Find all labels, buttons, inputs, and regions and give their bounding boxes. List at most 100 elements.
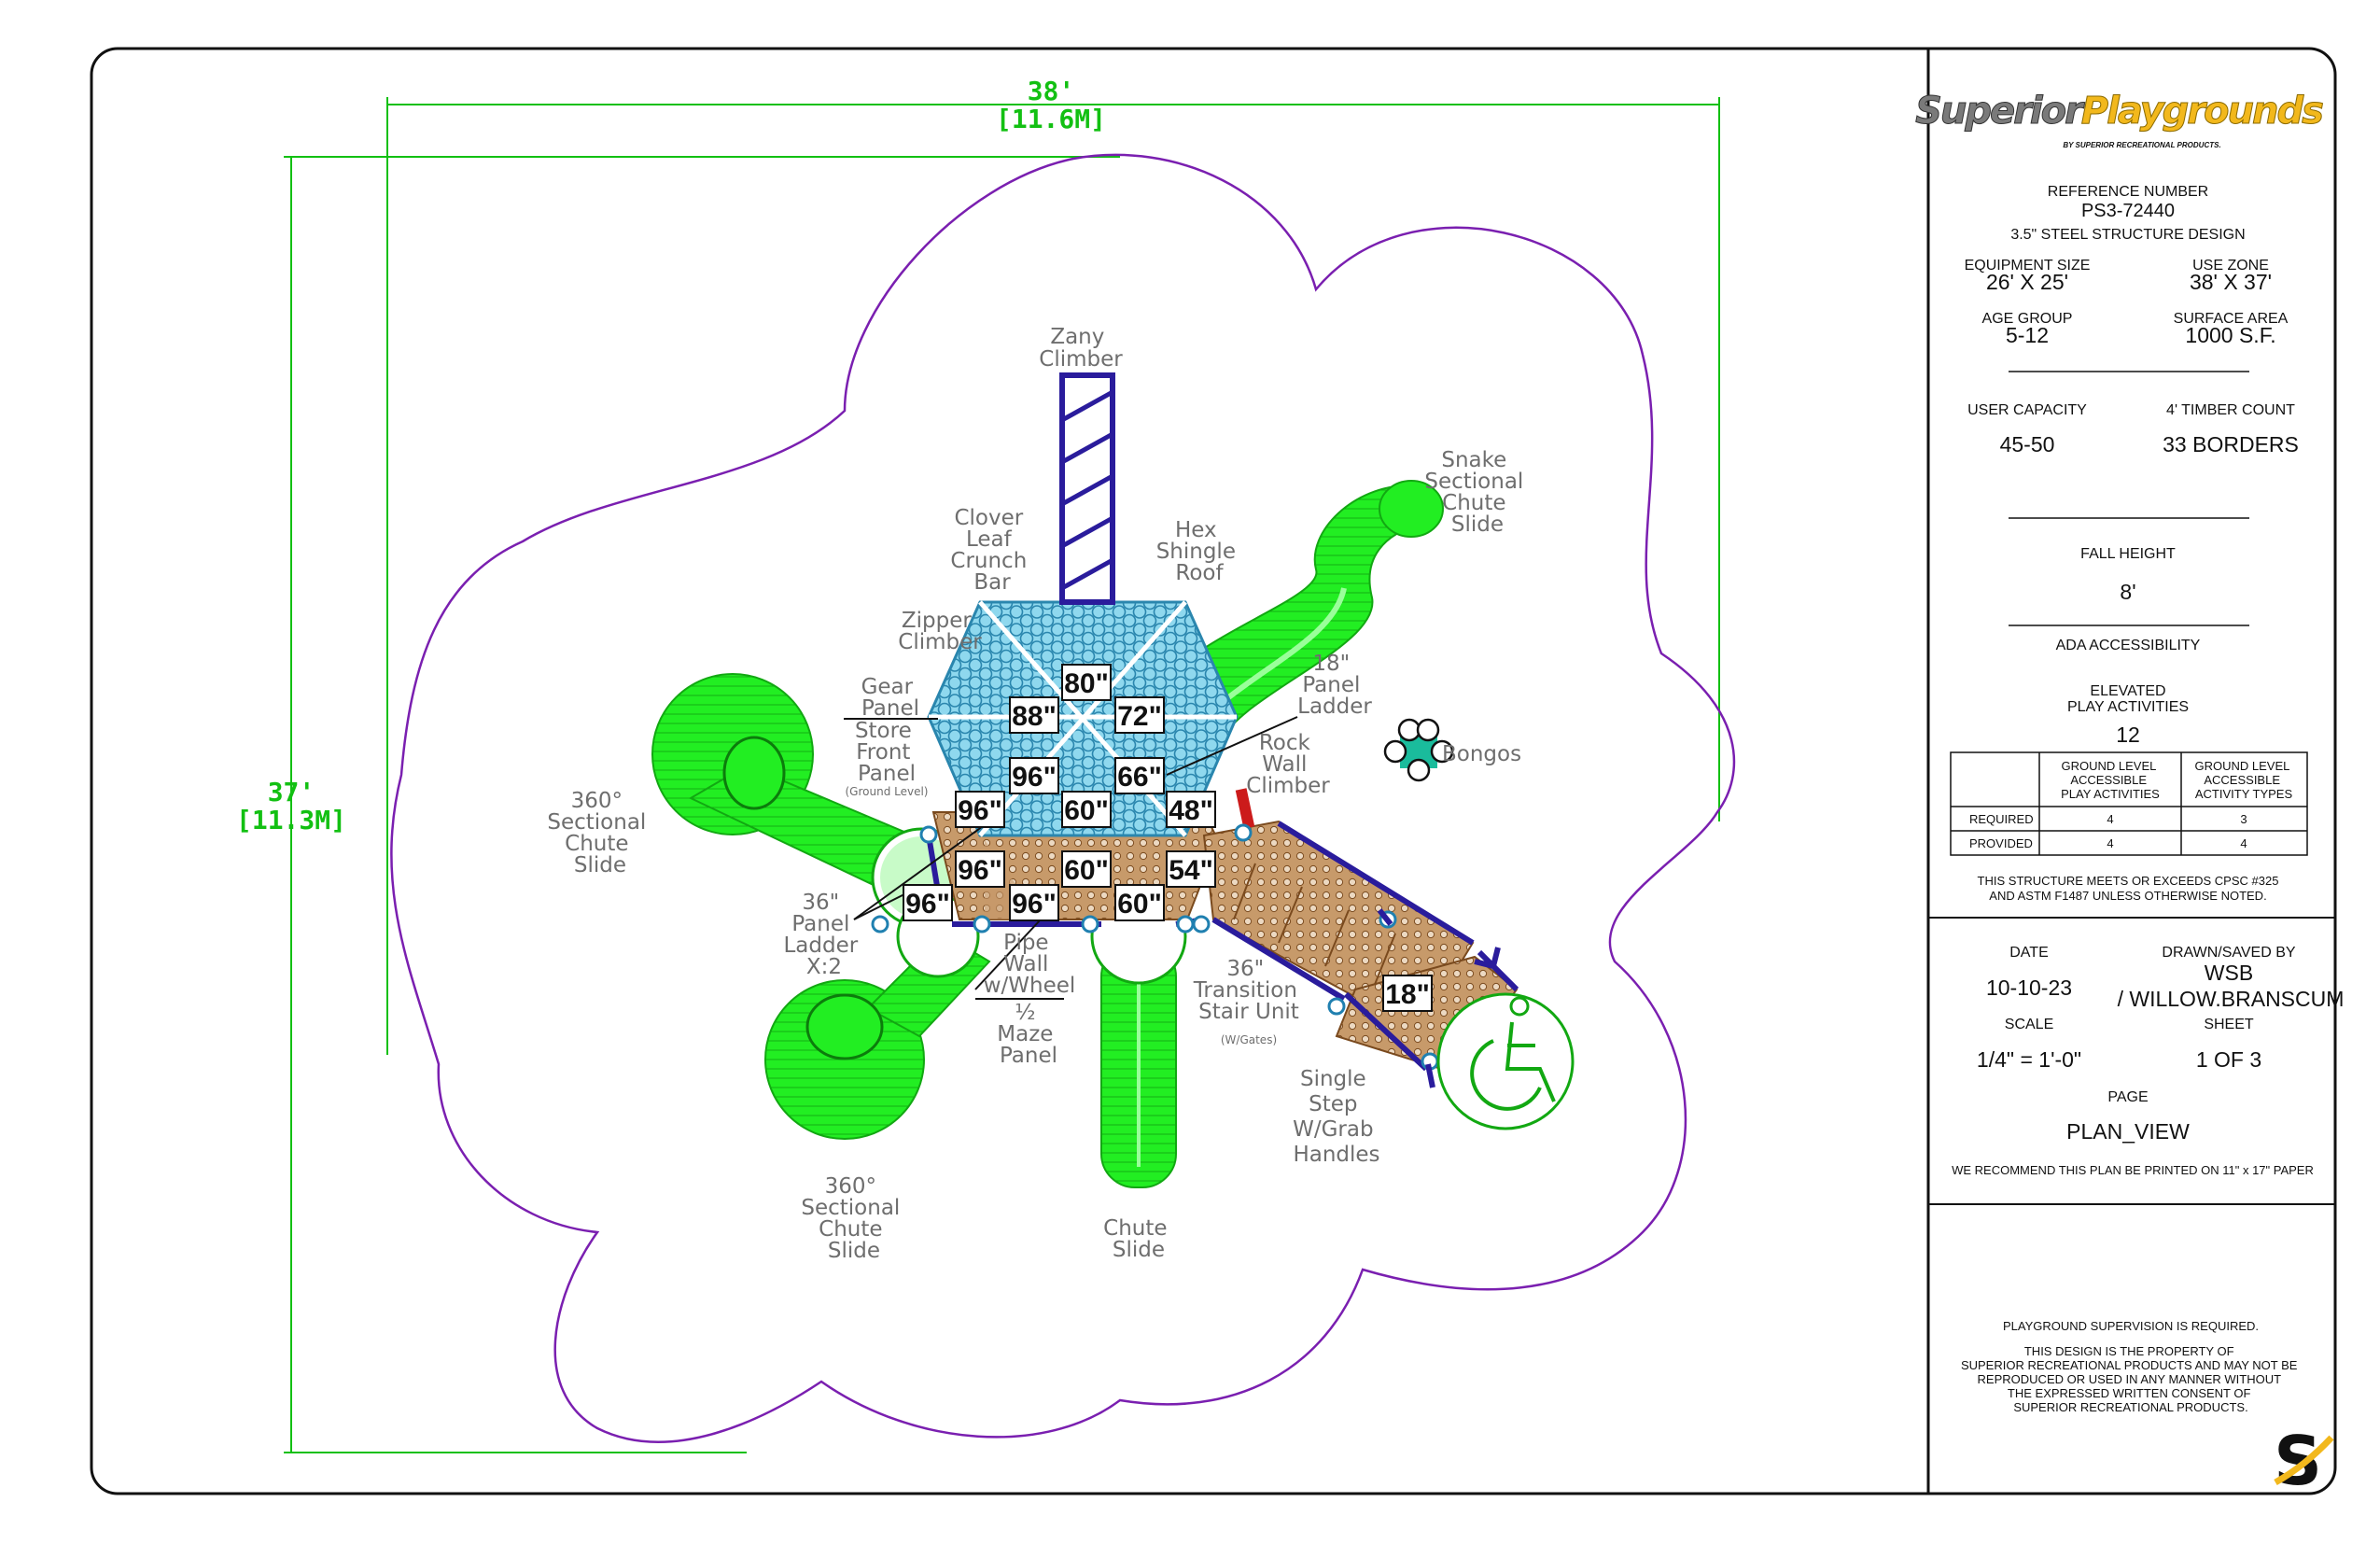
deck-height: 96" [1012,889,1057,919]
label-ground-level: (Ground Level) [846,785,929,798]
bongos [1383,718,1454,782]
zany-climber [1059,372,1115,605]
table-cell: 4 [2107,812,2113,826]
elevated-label: ELEVATED [2090,683,2165,699]
deck-height: 18" [1385,979,1430,1010]
label-transition-stair: 36" Transition Stair Unit [1193,957,1305,1024]
surface-area: 1000 S.F. [2185,323,2275,347]
sheet-border [90,47,2337,1495]
roof-ridges [929,600,1237,837]
svg-text:S: S [2274,1422,2322,1500]
deck-height: 60" [1064,795,1109,826]
sheet-label: SHEET [2204,1017,2254,1032]
user-capacity: 45-50 [2000,432,2055,456]
structure-design: 3.5" STEEL STRUCTURE DESIGN [2010,227,2245,243]
dimension-width: 38' [11.6M] [386,76,1720,1055]
snake-slide-highlight [1211,587,1347,712]
deck-height: 96" [958,855,1002,886]
width-ft: 38' [1028,76,1075,106]
elevated-label-2: PLAY ACTIVITIES [2067,699,2189,715]
drawn-by-name: / WILLOW.BRANSCUM [2118,987,2345,1011]
age-group-label: AGE GROUP [1982,311,2073,327]
label-store-front-panel: Store Front Panel [855,719,918,786]
snake-slide-end [1379,480,1444,538]
label-single-step: Single Step W/Grab Handles [1293,1067,1380,1167]
table-cell: 3 [2240,812,2247,826]
rock-wall-climber [1235,788,1255,829]
label-zipper-climber: Zipper Climber [898,609,982,654]
fall-height-label: FALL HEIGHT [2080,546,2176,562]
elevated-count: 12 [2116,723,2140,747]
use-zone: 38' X 37' [2190,270,2272,294]
deck-height: 48" [1169,795,1213,826]
title-block: SuperiorPlaygrounds BY SUPERIOR RECREATI… [1915,90,2345,1501]
chute-slide [1090,888,1187,1188]
table-cell: 4 [2240,836,2247,850]
label-pipe-wall: Pipe Wall w/Wheel [984,931,1076,998]
grab-handles [1377,908,1501,1088]
deck-height: 72" [1117,701,1162,732]
width-m: [11.6M] [996,104,1106,134]
timber-count: 33 BORDERS [2163,432,2299,456]
drawn-by-label: DRAWN/SAVED BY [2162,945,2295,961]
equipment-size: 26' X 25' [1986,270,2068,294]
equipment-size-label: EQUIPMENT SIZE [1965,258,2091,274]
table-cell: 4 [2107,836,2113,850]
depth-m: [11.3M] [236,805,346,835]
date: 10-10-23 [1986,976,2072,1000]
depth-ft: 37' [268,777,315,807]
use-zone-boundary [390,153,1736,1443]
dimension-depth: 37' [11.3M] [236,156,1120,1453]
use-zone-label: USE ZONE [2192,258,2269,274]
drawn-by-initials: WSB [2205,961,2253,985]
label-360-slide-left: 360° Sectional Chute Slide [547,789,652,877]
label-gear-panel: Gear Panel [861,675,920,721]
date-label: DATE [2009,945,2048,961]
compliance-line-2: AND ASTM F1487 UNLESS OTHERWISE NOTED. [1989,889,2266,903]
label-36-panel-ladder: 36" Panel Ladder X:2 [783,891,864,979]
scale: 1/4" = 1'-0" [1977,1047,2081,1072]
page-name: PLAN_VIEW [2066,1119,2190,1144]
reference-label: REFERENCE NUMBER [2048,184,2208,200]
compliance-line-1: THIS STRUCTURE MEETS OR EXCEEDS CPSC #32… [1978,874,2279,888]
accessibility-table [1950,751,2308,856]
deck-height: 80" [1064,668,1109,699]
label-maze-panel: ½ Maze Panel [997,1001,1059,1068]
deck-height: 54" [1169,855,1213,886]
sectional-360-slide-left [651,673,972,928]
reference-number: PS3-72440 [2081,201,2175,221]
superior-s-logo: S [2274,1422,2334,1500]
sectional-360-slide-bottom [764,894,991,1140]
deck-height: 96" [1012,762,1057,793]
sheet-number: 1 OF 3 [2196,1047,2261,1072]
brand-subtitle: BY SUPERIOR RECREATIONAL PRODUCTS. [2063,141,2220,149]
component-labels: Zany Climber Clover Leaf Crunch Bar Hex … [547,325,1530,1263]
label-clover-leaf: Clover Leaf Crunch Bar [950,506,1033,595]
page-label: PAGE [2107,1089,2148,1105]
label-snake-slide: Snake Sectional Chute Slide [1424,448,1530,537]
ada-label: ADA ACCESSIBILITY [2056,638,2201,653]
table-col1-header: GROUND LEVEL ACCESSIBLE PLAY ACTIVITIES [2061,759,2160,801]
scale-label: SCALE [2005,1017,2053,1032]
ada-wheelchair-icon [1436,992,1575,1130]
label-360-slide-bottom: 360° Sectional Chute Slide [801,1174,906,1263]
age-group: 5-12 [2006,323,2049,347]
deck-height: 96" [958,795,1002,826]
print-note: WE RECOMMEND THIS PLAN BE PRINTED ON 11"… [1952,1163,2314,1177]
table-row-label: REQUIRED [1969,812,2034,826]
timber-count-label: 4' TIMBER COUNT [2166,402,2295,418]
table-col2-header: GROUND LEVEL ACCESSIBLE ACTIVITY TYPES [2194,759,2292,801]
supervision-note: PLAYGROUND SUPERVISION IS REQUIRED. [2003,1319,2259,1333]
label-hex-roof: Hex Shingle Roof [1156,518,1243,585]
fall-height: 8' [2120,580,2135,604]
surface-area-label: SURFACE AREA [2174,311,2289,327]
table-row-label: PROVIDED [1969,836,2033,850]
label-chute-slide: Chute Slide [1103,1216,1174,1262]
deck-height: 66" [1117,762,1162,793]
deck-height: 60" [1117,889,1162,919]
label-with-gates: (W/Gates) [1221,1033,1277,1046]
label-zany-climber: Zany Climber [1039,325,1123,372]
deck-height: 88" [1012,701,1057,732]
